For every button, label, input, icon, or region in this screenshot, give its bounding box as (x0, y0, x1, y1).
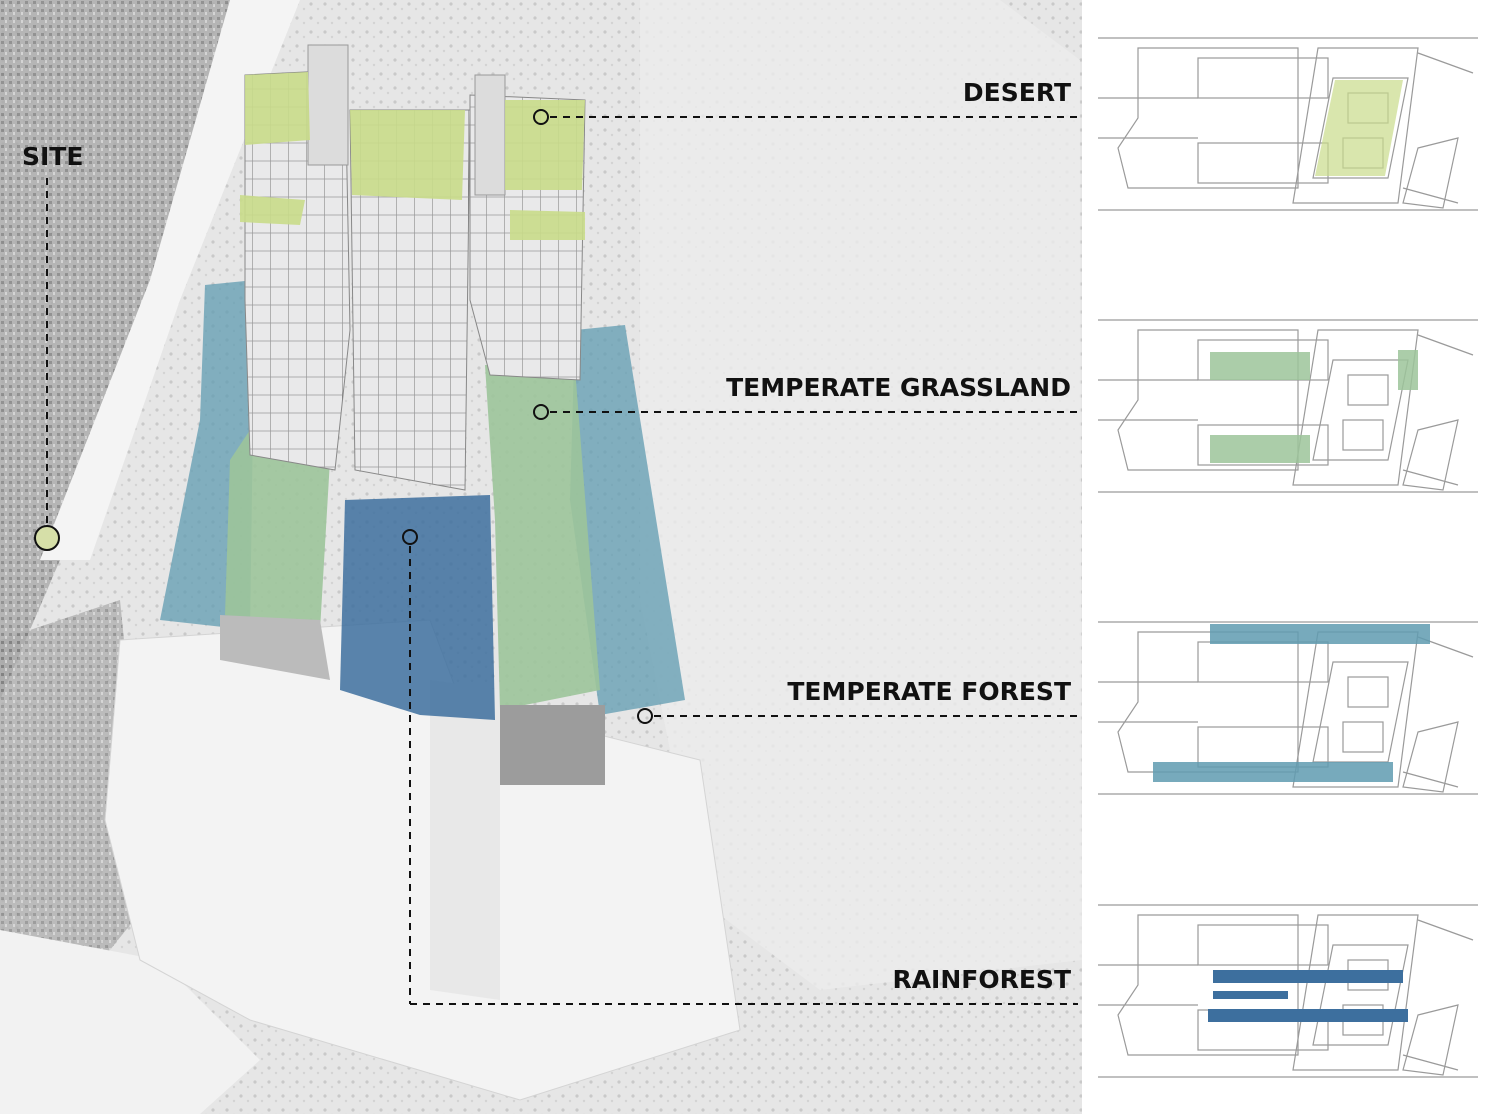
site-marker (34, 525, 60, 551)
desert-label: DESERT (963, 78, 1071, 107)
forest-zone-east (570, 325, 685, 715)
plan-desert-highlight (1315, 80, 1403, 176)
rainforest-zone (340, 495, 495, 720)
plan-rainforest (1097, 904, 1479, 1078)
desert-roof-center (350, 110, 465, 200)
grassland-zone-east (485, 365, 600, 710)
desert-terrace-east (510, 210, 585, 240)
island-area (640, 0, 1082, 990)
plan-forest-highlight-north (1210, 624, 1430, 644)
plan-rainforest-highlight-middle (1213, 991, 1288, 999)
plan-grassland-highlight-east (1398, 350, 1418, 390)
plan-grassland-highlight-north (1210, 352, 1310, 380)
grassland-marker (533, 404, 549, 420)
plan-rainforest-highlight-north (1213, 970, 1403, 983)
city-area-south (0, 600, 150, 1000)
grassland-label: TEMPERATE GRASSLAND (726, 373, 1071, 402)
rainforest-marker (402, 529, 418, 545)
site-label: SITE (22, 142, 83, 171)
plan-desert (1097, 37, 1479, 211)
bay (0, 930, 260, 1114)
plan-rainforest-highlight-south (1208, 1009, 1408, 1022)
forest-label: TEMPERATE FOREST (787, 677, 1071, 706)
tower-core-west (307, 44, 349, 166)
tower-core-east (474, 74, 506, 196)
podium-wall (430, 680, 500, 1000)
plan-grassland (1097, 319, 1479, 493)
desert-roof-east (505, 100, 585, 190)
desert-roof-west (245, 72, 310, 145)
river (40, 0, 300, 560)
plan-panel (1083, 0, 1500, 1114)
plan-forest-highlight-south (1153, 762, 1393, 782)
desert-marker (533, 109, 549, 125)
podium-base-west (220, 615, 330, 680)
forest-marker (637, 708, 653, 724)
podium-base-east (500, 705, 605, 785)
rainforest-label: RAINFOREST (892, 965, 1071, 994)
plan-forest (1097, 621, 1479, 795)
plan-grassland-highlight-south (1210, 435, 1310, 463)
desert-terrace-west (240, 195, 305, 225)
